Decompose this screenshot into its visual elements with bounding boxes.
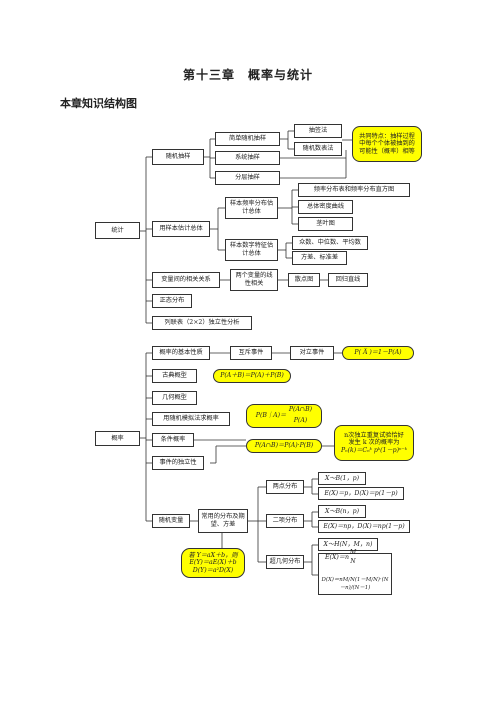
regression-box: 回归直线 [328, 273, 368, 287]
two-point-box: 两点分布 [266, 480, 304, 494]
bernoulli-note: n次独立重复试验恰好 发生 k 次的概率为 Pₙ(k)＝Cₙᵏ pᵏ(1－p)ⁿ… [334, 425, 414, 461]
conditional-formula [246, 404, 322, 428]
hypergeometric-box: 超几何分布 [266, 555, 304, 569]
classical-box: 古典概型 [152, 369, 197, 383]
density-curve-box: 总体密度曲线 [298, 200, 353, 214]
variance-box: 方差、标准差 [292, 251, 347, 265]
hyper-exp-denominator: N [350, 558, 356, 565]
binomial-moments: E(X)＝np，D(X)＝np(1－p) [318, 520, 410, 533]
normal-dist-box: 正态分布 [152, 294, 192, 308]
sampling-feature-note: 共同特点：抽样过程中每个个体被抽到的可能性（概率）相等 [352, 126, 422, 162]
contingency-table-box: 列联表（2×2）独立性分析 [152, 316, 252, 330]
estimate-box: 用样本估计总体 [152, 221, 210, 237]
simulation-box: 用随机模拟法求概率 [152, 412, 230, 426]
hyper-expectation: E(X)＝n [325, 554, 349, 561]
opposite-event-box: 对立事件 [290, 346, 334, 360]
correlation-box: 变量间的相关关系 [152, 272, 220, 288]
binomial-dist: X～B(n，p) [318, 505, 366, 518]
random-table-box: 随机数表法 [294, 142, 342, 156]
binomial-box: 二项分布 [266, 514, 304, 528]
hyper-exp-numerator: M [349, 549, 357, 556]
mutual-exclusive-box: 互斥事件 [230, 346, 272, 360]
conditional-numerator: P(A∩B) [288, 405, 313, 413]
mmm-box: 众数、中位数、平均数 [292, 236, 368, 250]
hyper-variance: D(X)＝nM/N(1－M/N)·(N－n)/(N－1) [321, 577, 389, 591]
linear-transform-note: 若 Y＝aX＋b，则 E(Y)＝aE(X)＋b D(Y)＝a²D(X) [181, 548, 245, 578]
two-point-dist: X～B(1，p) [318, 472, 366, 485]
linear-correlation-box: 两个变量的线性相关 [230, 269, 278, 291]
systematic-sampling-box: 系统抽样 [215, 151, 280, 165]
lottery-box: 抽签法 [294, 124, 342, 138]
conditional-box: 条件概率 [152, 433, 194, 447]
bernoulli-line-3: Pₙ(k)＝Cₙᵏ pᵏ(1－p)ⁿ⁻ᵏ [340, 446, 408, 454]
conditional-denominator: P(A) [293, 416, 308, 424]
hypergeometric-dist: X～H(N，M，n) [318, 538, 378, 551]
common-dist-box: 常用的分布及期望、方差 [198, 509, 248, 533]
linear-note-line-3: D(Y)＝a²D(X) [192, 566, 234, 574]
independence-formula: P(A∩B)＝P(A)·P(B) [246, 439, 322, 453]
freq-dist-box: 样本频率分布估计总体 [225, 197, 278, 219]
stem-leaf-box: 茎叶图 [298, 217, 353, 231]
bernoulli-line-1: n次独立重复试验恰好 [344, 431, 404, 439]
two-point-moments: E(X)＝p，D(X)＝p(1－p) [318, 487, 404, 500]
hypergeometric-moments [318, 553, 392, 595]
opposite-formula: P( A̅ )＝1－P(A) [342, 346, 414, 360]
bernoulli-line-2: 发生 k 次的概率为 [348, 439, 400, 447]
random-variable-box: 随机变量 [152, 514, 190, 528]
conditional-formula-left: P(B｜A)＝ [255, 412, 287, 419]
independence-box: 事件的独立性 [152, 456, 204, 470]
chapter-title: 第十三章 概率与统计 [182, 68, 313, 82]
addition-formula: P(A＋B)＝P(A)＋P(B) [213, 369, 291, 383]
linear-note-line-2: E(Y)＝aE(X)＋b [189, 559, 237, 567]
simple-sampling-box: 简单随机抽样 [215, 132, 280, 146]
stratified-sampling-box: 分层抽样 [215, 171, 280, 185]
section-title: 本章知识结构图 [60, 97, 137, 110]
freq-table-box: 频率分布表和频率分布直方图 [298, 183, 410, 197]
scatter-box: 散点图 [288, 273, 320, 287]
linear-note-line-1: 若 Y＝aX＋b，则 [188, 551, 238, 559]
basic-property-box: 概率的基本性质 [152, 346, 210, 360]
prob-root: 概率 [95, 431, 140, 446]
numeric-feature-box: 样本数字特征估计总体 [225, 239, 278, 261]
stat-root: 统计 [95, 222, 140, 239]
random-sampling-box: 随机抽样 [152, 149, 204, 165]
geometric-box: 几何概型 [152, 391, 197, 405]
